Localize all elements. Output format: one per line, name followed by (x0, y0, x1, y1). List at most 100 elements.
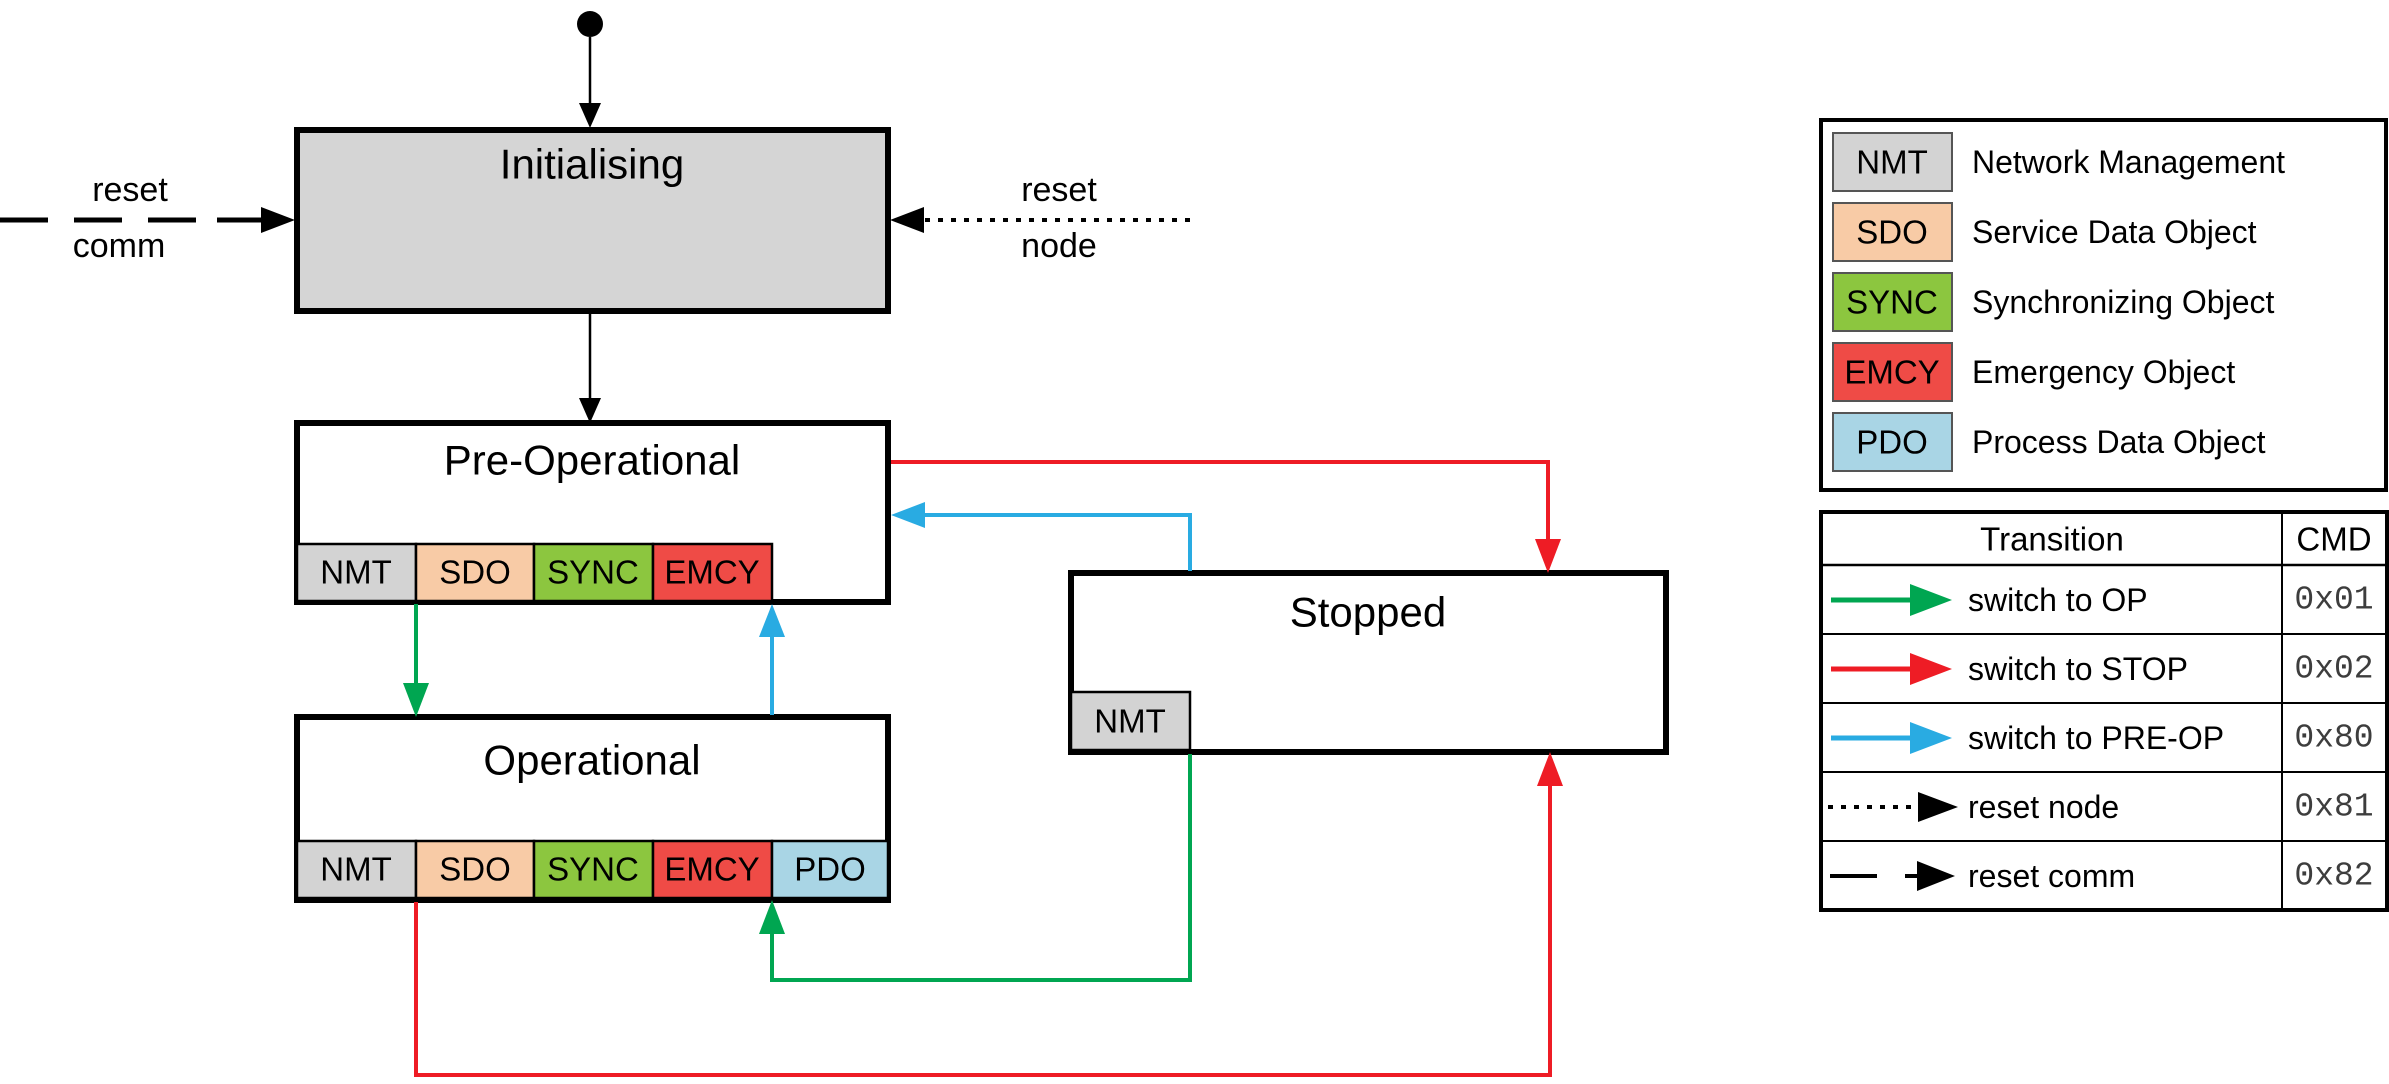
row-arrow-head-icon (1918, 792, 1958, 822)
legend-chip-label: SYNC (1846, 284, 1938, 321)
legend: NMT Network Management SDO Service Data … (1819, 118, 2388, 492)
row-label: switch to PRE-OP (1968, 720, 2224, 756)
legend-chip (1832, 202, 1953, 262)
legend-chip-label: EMCY (1844, 354, 1939, 391)
transition-line (922, 513, 1192, 571)
legend-item-name: Service Data Object (1972, 214, 2257, 250)
state-pre-operational-title: Pre-Operational (444, 437, 740, 484)
transition-preop-to-stopped-switch-to-stop (891, 460, 1561, 573)
reset-node-label-line1: reset (1021, 171, 1097, 209)
service-tab-preop-sync: SYNC (532, 542, 655, 603)
transition-op-to-stopped-switch-to-stop (414, 752, 1563, 1077)
table-row-reset-comm: reset comm 0x82 (1830, 858, 2374, 895)
service-tab-preop-nmt: NMT (295, 542, 418, 603)
row-arrow-head-icon (1910, 722, 1952, 754)
start-arrow-head-icon (579, 103, 601, 128)
transition-preop-to-op-switch-to-op (403, 604, 429, 717)
initial-state-marker (577, 11, 603, 128)
legend-item-name: Emergency Object (1972, 354, 2235, 390)
service-tab-label: SYNC (547, 554, 639, 591)
legend-chip (1832, 272, 1953, 332)
init-to-preop-connector (579, 314, 601, 423)
state-operational: Operational NMT SDO SYNC EMCY PDO (294, 714, 891, 903)
state-operational-title: Operational (483, 737, 700, 784)
legend-item-pdo: PDO Process Data Object (1832, 412, 2266, 472)
table-row-switch-to-op: switch to OP 0x01 (1831, 582, 2374, 619)
row-arrow-head-icon (1910, 584, 1952, 616)
row-label: reset node (1968, 789, 2119, 825)
arrow-head-icon (759, 604, 785, 637)
arrow-head-icon (1537, 752, 1563, 786)
service-tab-op-nmt: NMT (295, 839, 418, 900)
service-tab-box (532, 542, 655, 603)
state-stopped-title: Stopped (1290, 589, 1446, 636)
service-tab-label: SYNC (547, 851, 639, 888)
transition-table: Transition CMD switch to OP 0x01 switch … (1819, 510, 2389, 912)
state-initialising: Initialising (294, 127, 891, 314)
service-tab-stopped-nmt: NMT (1069, 690, 1192, 752)
initial-state-dot (577, 11, 603, 37)
service-tab-op-sdo: SDO (414, 839, 536, 900)
service-tab-op-emcy: EMCY (651, 839, 774, 900)
reset-comm-label-line1: reset (92, 171, 168, 209)
reset-comm-annotation: reset comm (0, 171, 295, 265)
service-tab-label: SDO (439, 554, 511, 591)
legend-chip (1832, 132, 1953, 192)
arrow-head-icon (1535, 539, 1561, 573)
row-arrow-head-icon (1917, 861, 1955, 891)
transition-table-box (1819, 510, 2389, 912)
reset-node-label-line2: node (1021, 227, 1097, 265)
service-tab-label: EMCY (664, 851, 759, 888)
arrow-head-icon (403, 683, 429, 717)
service-tab-op-pdo: PDO (770, 839, 890, 900)
transition-line (770, 754, 1192, 982)
transition-line (891, 460, 1550, 542)
service-tab-preop-sdo: SDO (414, 542, 536, 603)
row-cmd-value: 0x81 (2294, 789, 2373, 826)
reset-node-arrow-head-icon (890, 207, 924, 233)
row-cmd-value: 0x80 (2294, 720, 2373, 757)
table-header-cmd: CMD (2296, 521, 2371, 558)
row-cmd-value: 0x82 (2294, 858, 2373, 895)
service-tab-box (1069, 690, 1192, 752)
row-label: switch to OP (1968, 582, 2148, 618)
row-cmd-value: 0x01 (2294, 582, 2373, 619)
legend-chip-label: NMT (1856, 144, 1927, 181)
state-stopped: Stopped NMT (1068, 570, 1669, 755)
table-header-transition: Transition (1980, 521, 2124, 558)
legend-chip-label: SDO (1856, 214, 1928, 251)
arrow-head-icon (759, 900, 785, 934)
service-tab-label: NMT (320, 554, 391, 591)
service-tab-label: SDO (439, 851, 511, 888)
transition-stopped-to-op-switch-to-op (759, 754, 1192, 982)
service-tab-box (414, 542, 536, 603)
transition-op-to-preop-switch-to-preop (759, 604, 785, 715)
transition-stopped-to-preop-switch-to-preop (891, 502, 1192, 571)
service-tab-box (295, 839, 418, 900)
row-label: reset comm (1968, 858, 2135, 894)
table-row-reset-node: reset node 0x81 (1828, 789, 2374, 826)
state-initialising-box (294, 127, 891, 314)
state-pre-operational: Pre-Operational NMT SDO SYNC EMCY (294, 420, 891, 605)
legend-chip (1832, 412, 1953, 472)
arrow-head-icon (891, 502, 925, 528)
transition-line (414, 783, 1552, 1077)
legend-item-sync: SYNC Synchronizing Object (1832, 272, 2274, 332)
row-cmd-value: 0x02 (2294, 651, 2373, 688)
row-arrow-head-icon (1910, 653, 1952, 685)
service-tab-op-sync: SYNC (532, 839, 655, 900)
service-tab-box (651, 542, 774, 603)
service-tab-preop-emcy: EMCY (651, 542, 774, 603)
reset-comm-arrow-head-icon (261, 207, 295, 233)
row-label: switch to STOP (1968, 651, 2188, 687)
reset-comm-label-line2: comm (73, 227, 166, 265)
legend-chip-label: PDO (1856, 424, 1928, 461)
service-tab-box (651, 839, 774, 900)
state-initialising-title: Initialising (500, 141, 684, 188)
reset-node-annotation: reset node (890, 171, 1190, 265)
service-tab-label: NMT (1094, 703, 1165, 740)
service-tab-label: PDO (794, 851, 866, 888)
init-to-preop-arrow-head-icon (579, 398, 601, 423)
